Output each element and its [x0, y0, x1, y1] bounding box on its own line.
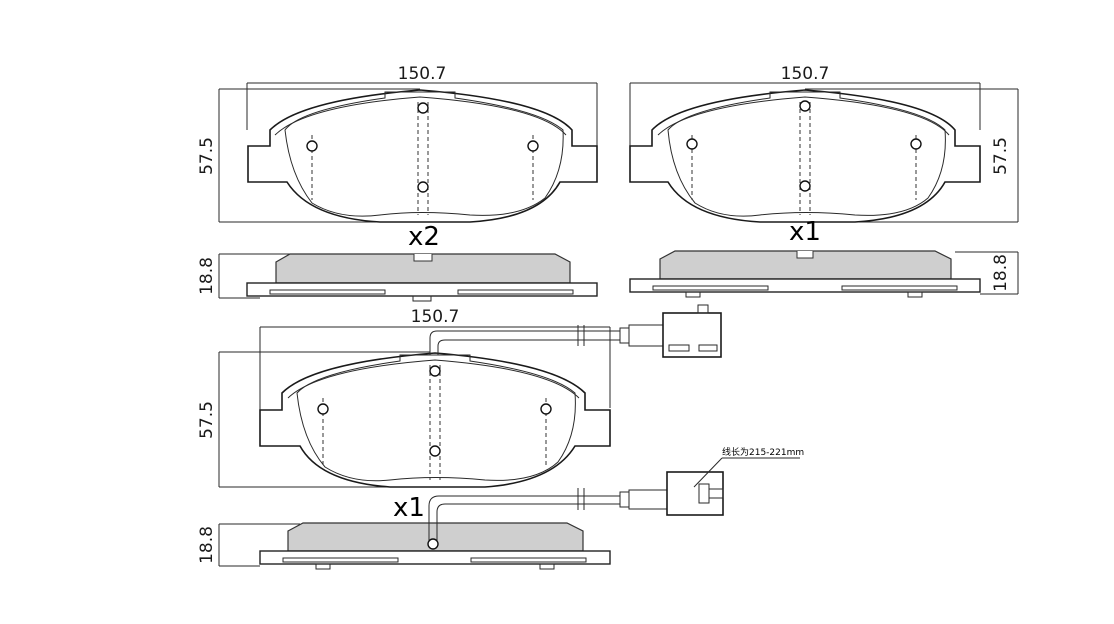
pad-a: 150.7 57.5 x2 18.8 [197, 64, 598, 302]
pad-a-width-label: 150.7 [398, 64, 447, 84]
pad-b-width-label: 150.7 [781, 64, 830, 84]
pad-c-width-label: 150.7 [411, 307, 460, 327]
pad-a-quantity: x2 [408, 222, 440, 252]
pad-c-wire-note: 线长为215-221mm [722, 446, 804, 458]
pad-b-height-label: 57.5 [991, 137, 1011, 175]
pad-b: 150.7 57.5 x1 18.8 [629, 64, 1019, 298]
pad-a-height-label: 57.5 [197, 137, 217, 175]
pad-c-thickness-label: 18.8 [197, 526, 217, 564]
pad-b-quantity: x1 [789, 217, 821, 247]
pad-c-quantity: x1 [393, 493, 425, 523]
pad-c-height-label: 57.5 [197, 401, 217, 439]
pad-a-thickness-label: 18.8 [197, 257, 217, 295]
pad-b-thickness-label: 18.8 [991, 254, 1011, 292]
pad-c: 150.7 57.5 x1 18.8 [197, 304, 804, 570]
